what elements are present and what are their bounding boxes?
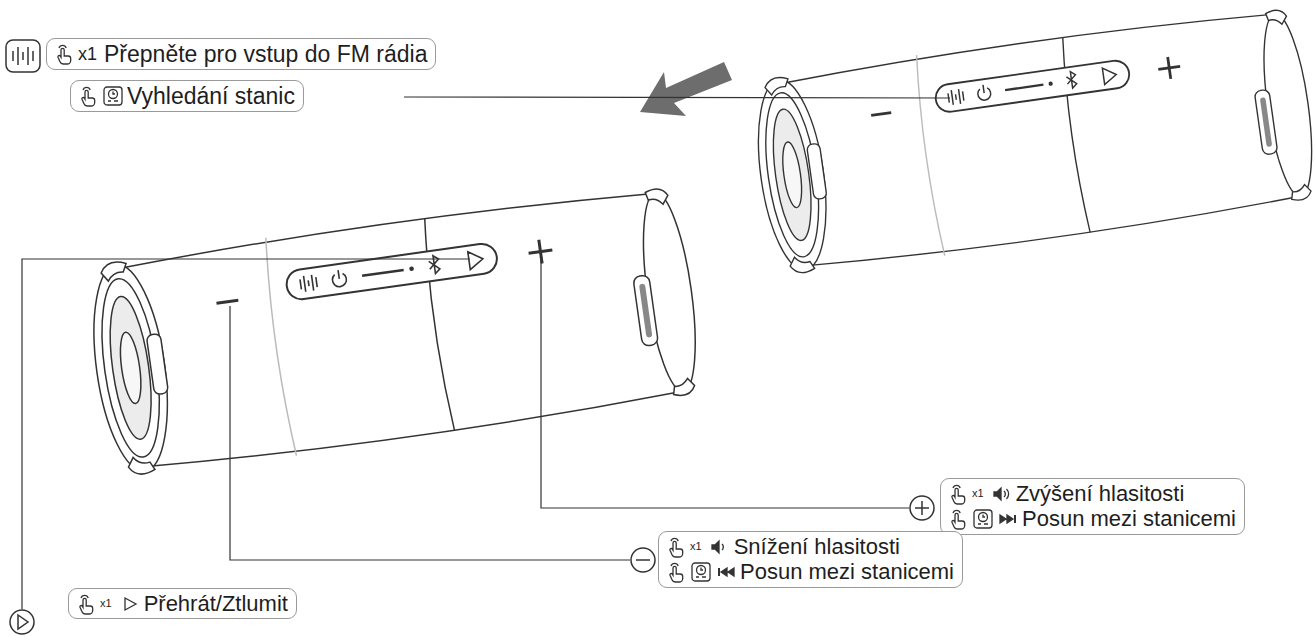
hand-glyph [665, 561, 687, 583]
hand-icon [75, 593, 97, 615]
callout-row: x1 Zvýšení hlasitosti [947, 481, 1236, 506]
callout-box: x1 Přehrát/Ztlumit [68, 588, 297, 619]
hand-icon [53, 43, 75, 65]
leader-line [541, 260, 909, 508]
hand-icon [665, 561, 687, 583]
leader-line [22, 259, 470, 609]
speaker-right [747, 2, 1315, 279]
direction-arrow [640, 62, 732, 116]
hand-icon [947, 483, 969, 505]
callout-row: Posun mezi stanicemi [947, 506, 1236, 531]
callout-box: x1 Zvýšení hlasitostiPosun mezi stanicemi [940, 478, 1245, 535]
leader-line [404, 97, 950, 98]
function-label: Snížení hlasitosti [734, 534, 900, 559]
hand-glyph [53, 43, 75, 65]
function-label: Vyhledání stanic [127, 83, 295, 109]
next-icon [997, 508, 1019, 530]
function-label: Přehrát/Ztlumit [144, 591, 288, 616]
volup-glyph [991, 483, 1013, 505]
minus-key-icon [631, 548, 655, 572]
clock-glyph [972, 508, 994, 530]
clock-glyph [102, 85, 124, 107]
voldn-glyph [709, 536, 731, 558]
press-count: x1 [100, 597, 112, 610]
clock-icon [690, 561, 712, 583]
hand-glyph [77, 85, 99, 107]
voldn-icon [709, 536, 731, 558]
callout-row: x1 Přepněte pro vstup do FM rádia [53, 41, 427, 67]
press-count: x1 [690, 540, 702, 553]
hand-icon [77, 85, 99, 107]
press-count: x1 [972, 487, 984, 500]
callout-row: Vyhledání stanic [77, 83, 295, 109]
next-glyph [997, 508, 1019, 530]
play-key-icon [10, 610, 34, 634]
callout-box: Vyhledání stanic [70, 80, 304, 112]
callout-row: Posun mezi stanicemi [665, 559, 954, 584]
hand-glyph [665, 536, 687, 558]
mode-key-icon [6, 40, 40, 72]
play-icon [119, 593, 141, 615]
clock-icon [102, 85, 124, 107]
function-label: Posun mezi stanicemi [740, 559, 954, 584]
volup-icon [991, 483, 1013, 505]
leader-line [230, 306, 630, 560]
play-glyph [119, 593, 141, 615]
function-label: Přepněte pro vstup do FM rádia [104, 41, 427, 67]
callout-box: x1 Přepněte pro vstup do FM rádia [46, 38, 436, 70]
function-label: Posun mezi stanicemi [1022, 506, 1236, 531]
hand-glyph [947, 483, 969, 505]
prev-glyph [715, 561, 737, 583]
press-count: x1 [78, 44, 97, 65]
hand-glyph [75, 593, 97, 615]
prev-icon [715, 561, 737, 583]
callout-row: x1 Snížení hlasitosti [665, 534, 954, 559]
hand-icon [947, 508, 969, 530]
function-label: Zvýšení hlasitosti [1016, 481, 1185, 506]
clock-glyph [690, 561, 712, 583]
hand-icon [665, 536, 687, 558]
clock-icon [972, 508, 994, 530]
speaker-left [82, 180, 707, 481]
callout-box: x1 Snížení hlasitostiPosun mezi stanicemi [658, 531, 963, 588]
plus-key-icon [910, 496, 934, 520]
callout-row: x1 Přehrát/Ztlumit [75, 591, 288, 616]
hand-glyph [947, 508, 969, 530]
